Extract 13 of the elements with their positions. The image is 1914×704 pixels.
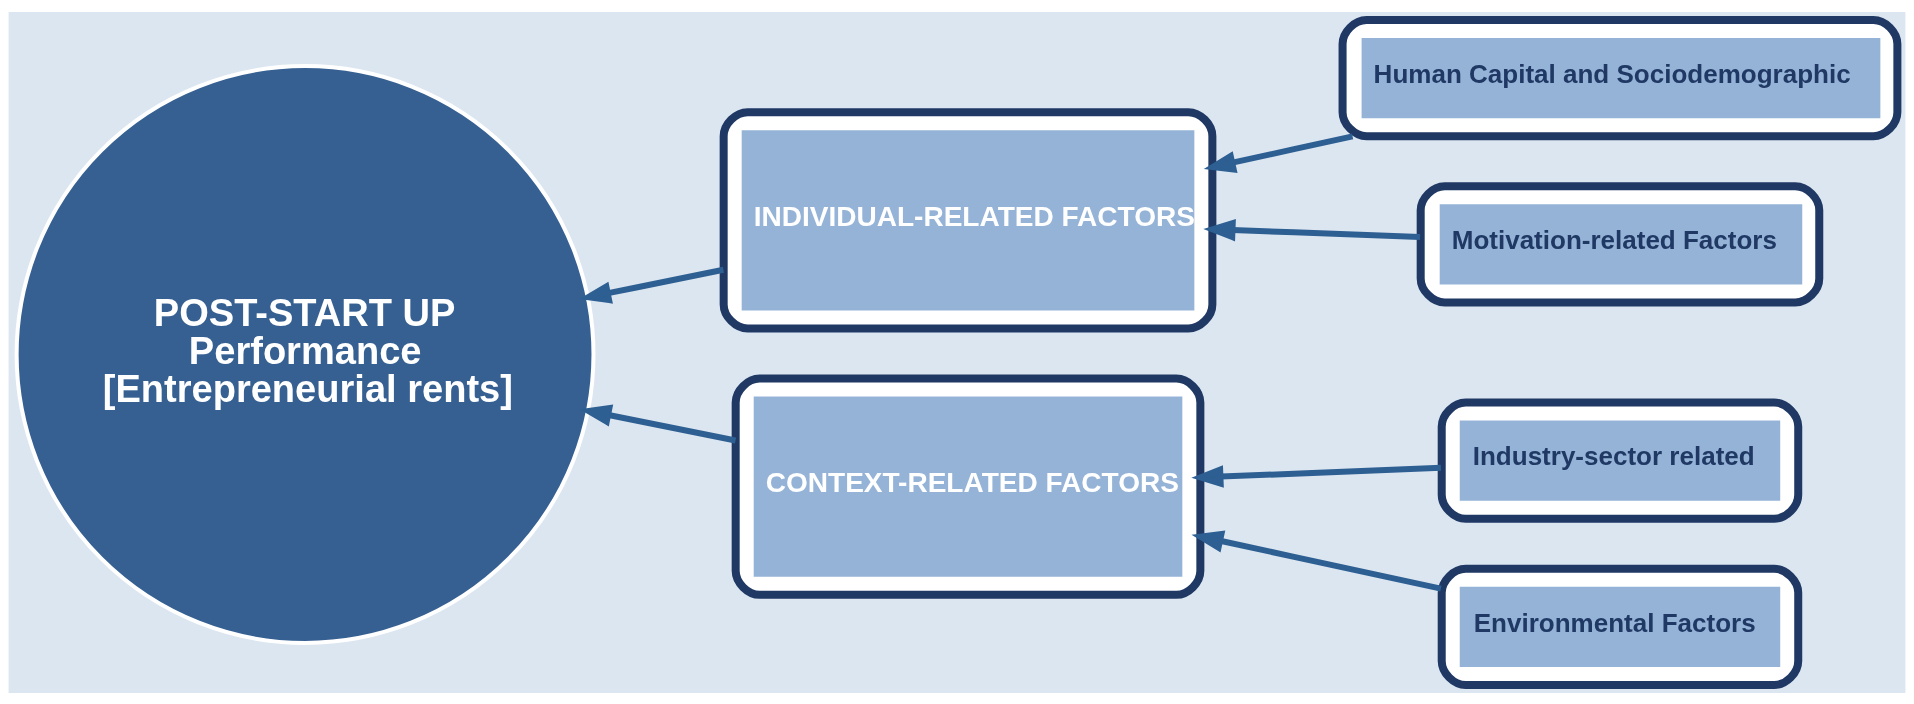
arrow — [1203, 132, 1354, 173]
arrow — [579, 266, 725, 304]
node-box: Environmental Factors — [1437, 564, 1803, 689]
arrow — [1203, 218, 1421, 241]
node-box: INDIVIDUAL-RELATED FACTORS — [719, 107, 1217, 332]
node-box: CONTEXT-RELATED FACTORS — [731, 374, 1205, 599]
node-box: Industry-sector related — [1437, 398, 1803, 523]
node-box: Motivation-related Factors — [1416, 181, 1824, 306]
arrow — [1191, 529, 1442, 592]
node-circle: POST-START UP Performance [Entrepreneurial rents] — [14, 63, 596, 645]
arrow — [579, 403, 737, 443]
node-box: Human Capital and Sociodemographic — [1338, 15, 1902, 140]
arrow — [1191, 464, 1442, 488]
